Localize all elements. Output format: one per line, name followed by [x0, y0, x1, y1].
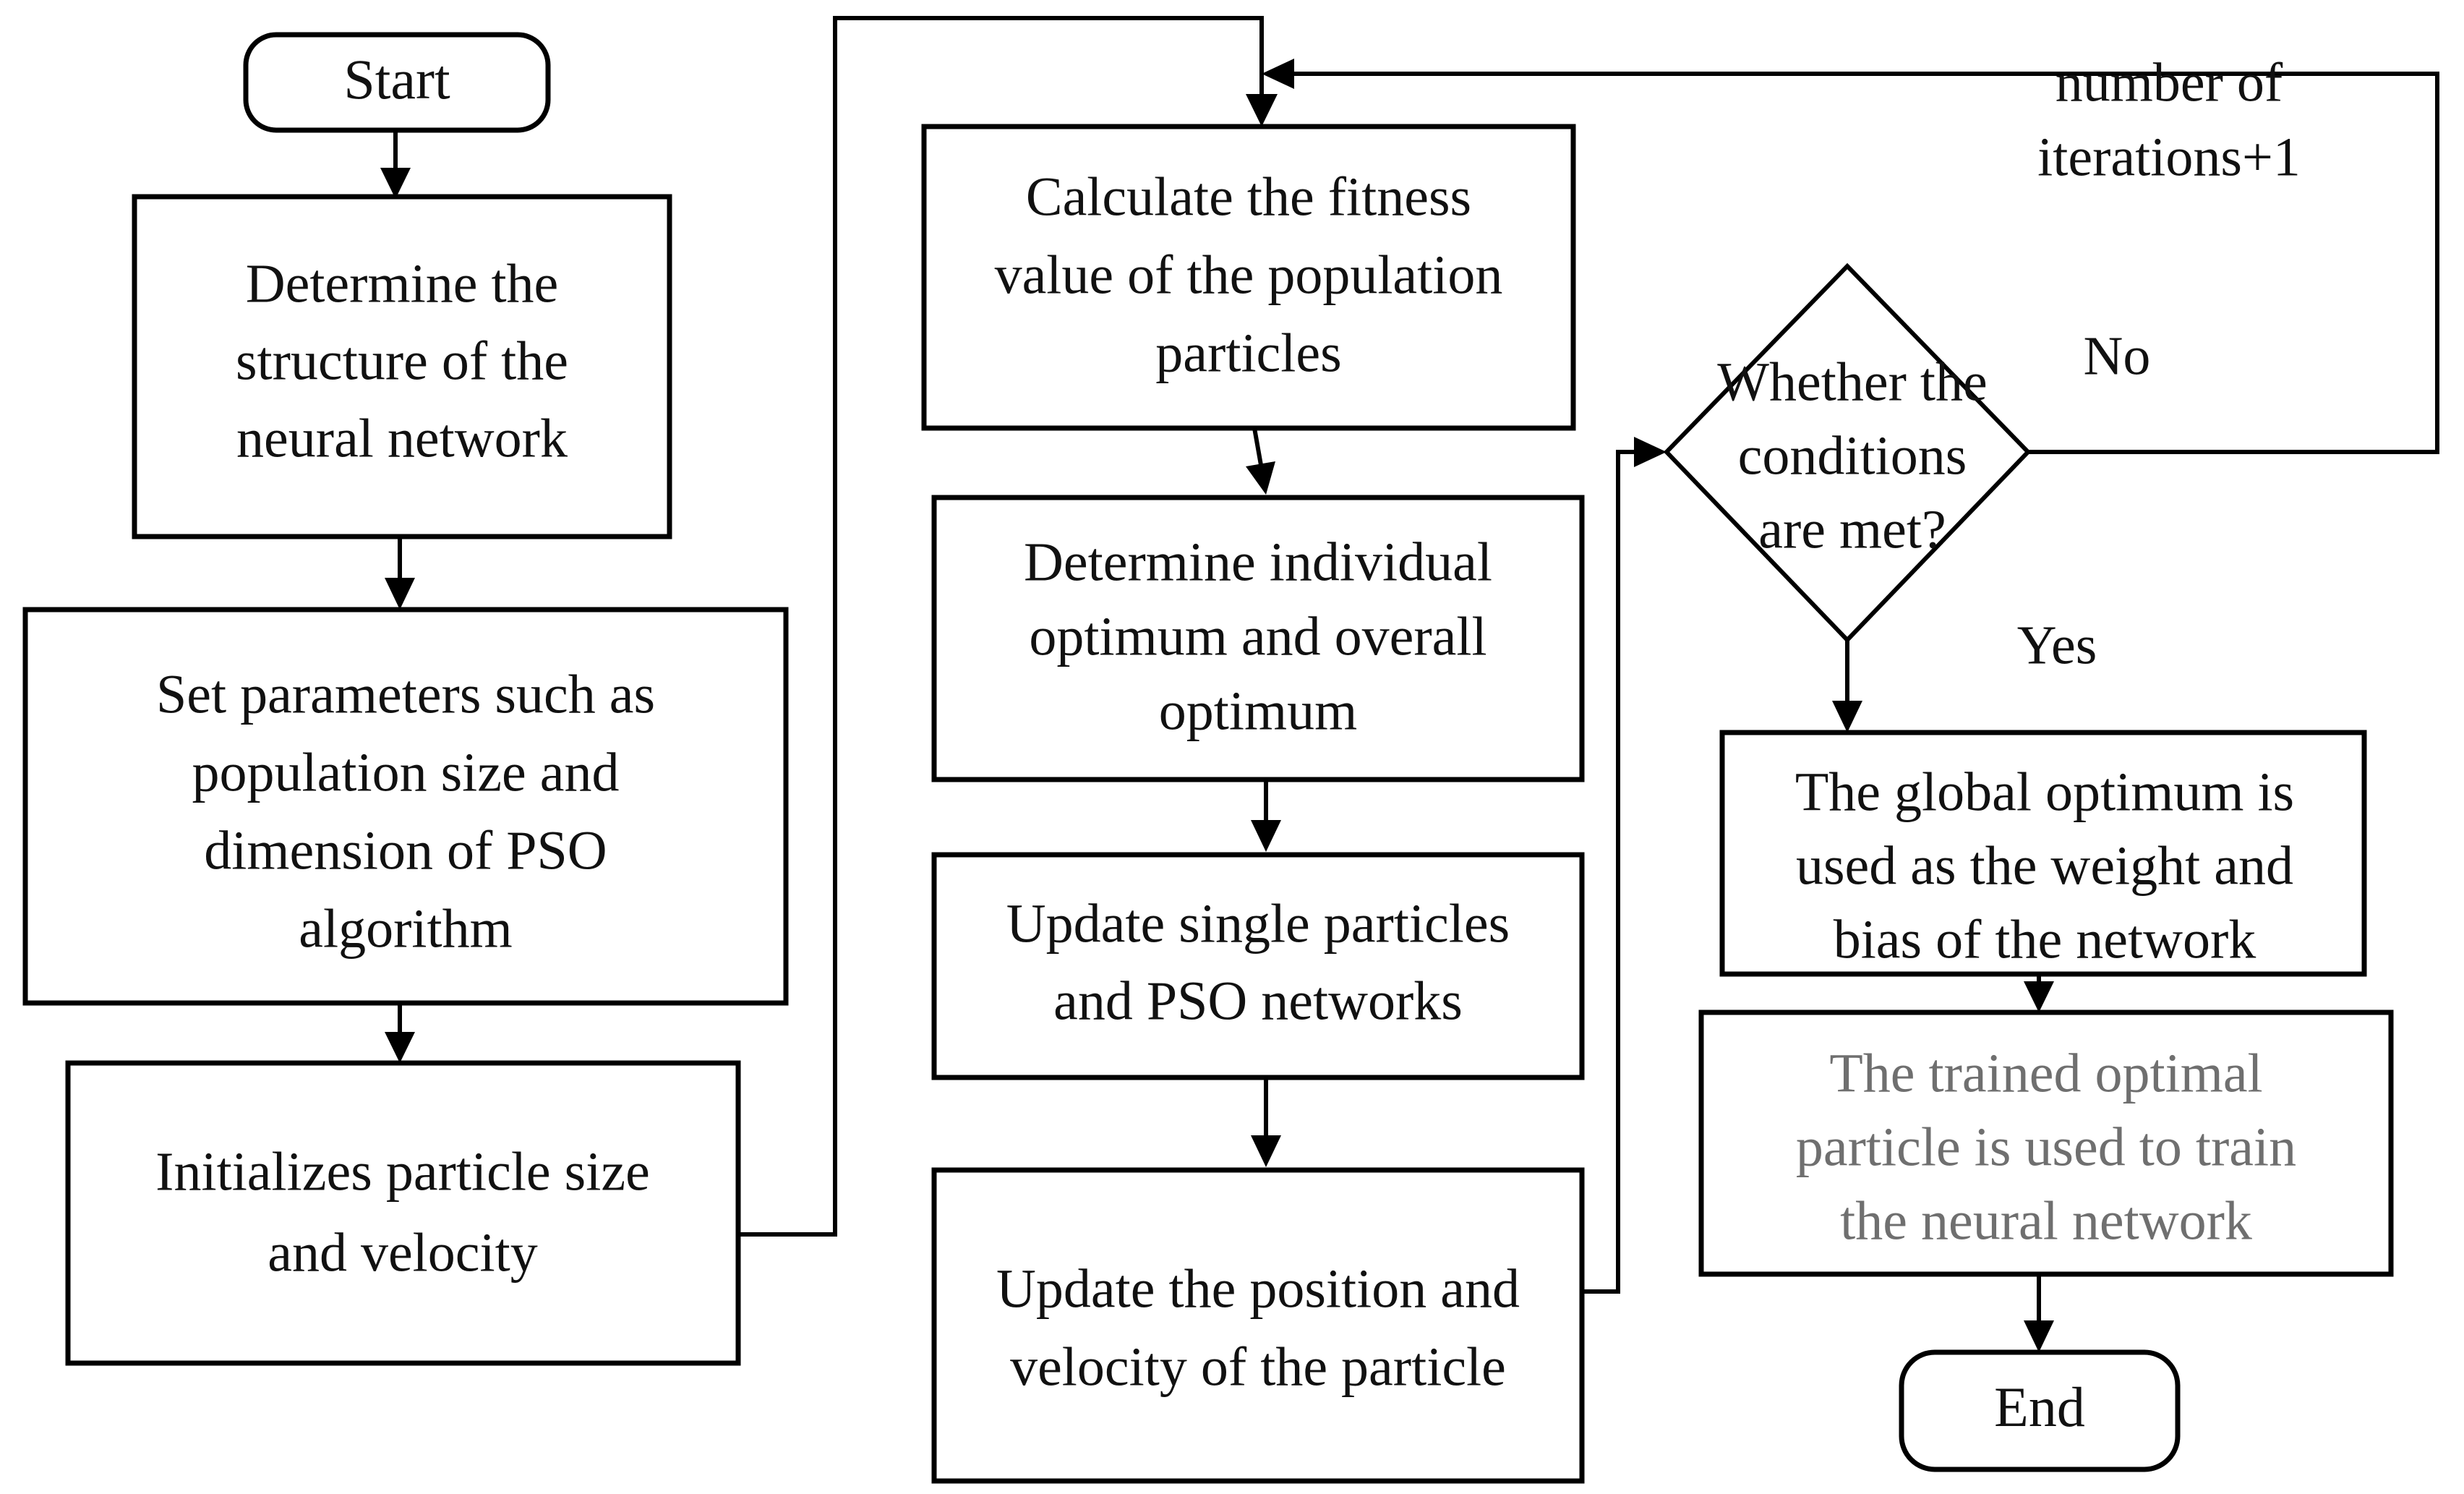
- node-update-single-particles[interactable]: Update single particles and PSO networks: [931, 852, 1585, 1080]
- edge-set-parameters-to-initialize: [385, 1003, 415, 1063]
- node-global-optimum-weights[interactable]: The global optimum is used as the weight…: [1719, 730, 2367, 977]
- global-optimum-weights-line-2: used as the weight and: [1796, 835, 2293, 896]
- edge-calculate-fitness-to-determine-optimum: [1246, 427, 1275, 495]
- set-parameters-line-1: Set parameters such as: [156, 664, 655, 725]
- edge-decision-yes-to-global-optimum: [1832, 640, 1862, 733]
- update-position-velocity-line-1: Update the position and: [996, 1258, 1520, 1319]
- edge-initialize-to-calculate-fitness: [738, 16, 1278, 1237]
- node-determine-optimum[interactable]: Determine individual optimum and overall…: [931, 495, 1585, 782]
- update-single-particles-line-1: Update single particles: [1006, 893, 1510, 954]
- node-initialize-particles[interactable]: Initializes particle size and velocity: [65, 1060, 741, 1366]
- decision-conditions-line-1: Whether the: [1717, 351, 1987, 412]
- determine-optimum-shape[interactable]: [931, 495, 1585, 782]
- edge-decision-no-feedback: [1262, 59, 2439, 454]
- edge-label-yes: Yes: [2017, 615, 2097, 675]
- calculate-fitness-shape[interactable]: [921, 124, 1576, 431]
- edge-update-position-to-decision: [1582, 437, 1667, 1294]
- decision-conditions-line-2: conditions: [1738, 425, 1967, 486]
- update-single-particles-line-2: and PSO networks: [1053, 970, 1463, 1031]
- decision-conditions-line-3: are met?: [1758, 499, 1946, 560]
- determine-structure-line-3: neural network: [236, 408, 568, 469]
- initialize-particles-shape[interactable]: [65, 1060, 741, 1366]
- edge-determine-structure-to-set-parameters: [385, 537, 415, 610]
- node-determine-structure[interactable]: Determine the structure of the neural ne…: [132, 194, 672, 539]
- start-label: Start: [343, 48, 450, 111]
- determine-structure-line-2: structure of the: [236, 330, 568, 391]
- global-optimum-weights-line-3: bias of the network: [1834, 909, 2256, 970]
- node-trained-optimal-particle[interactable]: The trained optimal particle is used to …: [1698, 1009, 2394, 1277]
- end-shape[interactable]: [1899, 1349, 2181, 1472]
- global-optimum-weights-shape[interactable]: [1719, 730, 2367, 977]
- calculate-fitness-line-2: value of the population: [995, 244, 1503, 305]
- end-label: End: [1994, 1375, 2085, 1438]
- iteration-counter-line-1: number of: [2056, 52, 2283, 113]
- node-update-position-velocity[interactable]: Update the position and velocity of the …: [931, 1167, 1585, 1484]
- determine-optimum-line-3: optimum: [1159, 680, 1357, 741]
- edge-update-single-to-update-position: [1251, 1077, 1281, 1167]
- edge-determine-optimum-to-update-single: [1251, 780, 1281, 852]
- initialize-particles-line-2: and velocity: [268, 1222, 538, 1283]
- global-optimum-weights-line-1: The global optimum is: [1795, 761, 2294, 822]
- node-start[interactable]: Start: [243, 32, 551, 133]
- node-end[interactable]: End: [1899, 1349, 2181, 1472]
- update-position-velocity-shape[interactable]: [931, 1167, 1585, 1484]
- decision-conditions-shape[interactable]: [1663, 262, 2032, 644]
- set-parameters-line-4: algorithm: [299, 898, 513, 959]
- annotation-iteration-counter: number of iterations+1: [2037, 52, 2301, 187]
- trained-optimal-particle-line-3: the neural network: [1840, 1190, 2252, 1251]
- node-decision-conditions[interactable]: Whether the conditions are met?: [1663, 262, 2032, 644]
- node-set-parameters[interactable]: Set parameters such as population size a…: [22, 607, 789, 1006]
- determine-optimum-line-1: Determine individual: [1024, 532, 1492, 592]
- iteration-counter-line-2: iterations+1: [2037, 127, 2301, 187]
- trained-optimal-particle-line-1: The trained optimal: [1829, 1043, 2262, 1104]
- set-parameters-line-3: dimension of PSO: [204, 820, 607, 881]
- determine-structure-shape[interactable]: [132, 194, 672, 539]
- calculate-fitness-line-3: particles: [1155, 323, 1341, 383]
- determine-optimum-line-2: optimum and overall: [1029, 606, 1486, 667]
- edge-trained-particle-to-end: [2024, 1274, 2054, 1352]
- calculate-fitness-line-1: Calculate the fitness: [1026, 166, 1471, 227]
- initialize-particles-line-1: Initializes particle size: [155, 1141, 650, 1202]
- edge-start-to-determine-structure: [380, 130, 411, 199]
- trained-optimal-particle-shape[interactable]: [1698, 1009, 2394, 1277]
- trained-optimal-particle-line-2: particle is used to train: [1796, 1117, 2296, 1177]
- update-position-velocity-line-2: velocity of the particle: [1010, 1336, 1506, 1397]
- edge-global-optimum-to-trained-particle: [2024, 974, 2054, 1012]
- determine-structure-line-1: Determine the: [246, 253, 559, 314]
- start-shape[interactable]: [243, 32, 551, 133]
- edge-label-no: No: [2084, 325, 2151, 386]
- set-parameters-line-2: population size and: [192, 742, 620, 803]
- node-calculate-fitness[interactable]: Calculate the fitness value of the popul…: [921, 124, 1576, 431]
- update-single-particles-shape[interactable]: [931, 852, 1585, 1080]
- set-parameters-shape[interactable]: [22, 607, 789, 1006]
